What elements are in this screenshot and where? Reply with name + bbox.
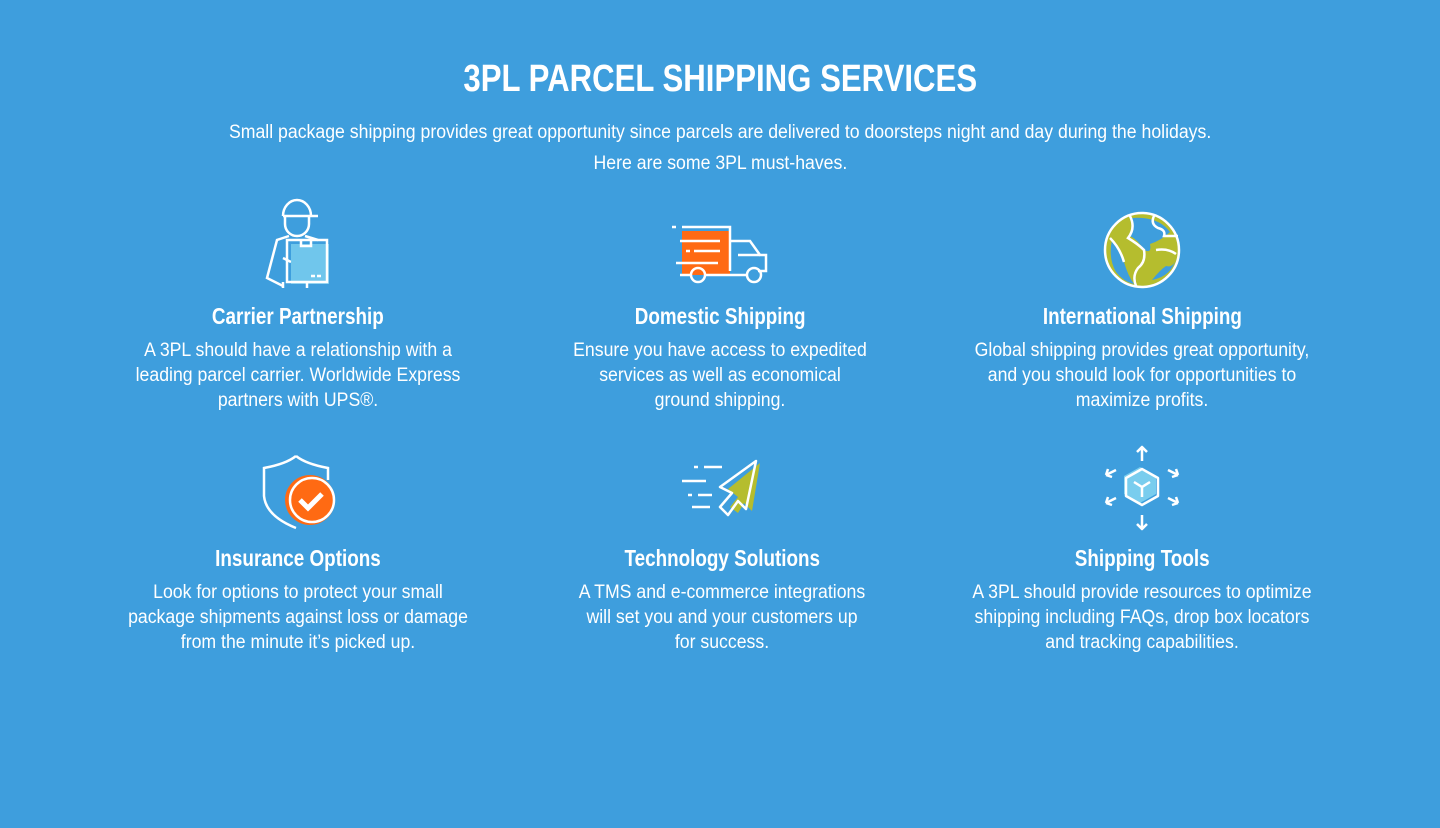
service-title: Technology Solutions: [624, 545, 820, 571]
service-card-carrier-partnership: Carrier Partnership A 3PL should have a …: [88, 195, 508, 425]
service-description: Global shipping provides great opportuni…: [974, 340, 1310, 411]
service-card-insurance-options: Insurance Options Look for options to pr…: [88, 437, 508, 667]
service-title: Carrier Partnership: [212, 303, 384, 329]
cursor-arrow-icon: [682, 459, 760, 517]
service-card-domestic-shipping: Domestic Shipping Ensure you have access…: [510, 195, 930, 425]
shield-check-icon: [262, 455, 336, 530]
service-card-international-shipping: International Shipping Global shipping p…: [932, 195, 1352, 425]
service-title: Domestic Shipping: [634, 303, 806, 329]
service-title: Insurance Options: [215, 545, 381, 571]
service-description: A 3PL should provide resources to optimi…: [972, 582, 1312, 653]
page-title: 3PL PARCEL SHIPPING SERVICES: [463, 58, 977, 100]
subtitle-line-2: Here are some 3PL must-haves.: [593, 153, 847, 174]
delivery-person-icon: [265, 198, 329, 288]
delivery-truck-icon: [672, 225, 768, 284]
box-distribution-icon: [1104, 445, 1180, 531]
service-card-shipping-tools: Shipping Tools A 3PL should provide reso…: [932, 437, 1352, 667]
service-title: International Shipping: [1042, 303, 1242, 329]
globe-icon: [1103, 211, 1181, 289]
service-card-technology-solutions: Technology Solutions A TMS and e-commerc…: [512, 437, 932, 667]
service-title: Shipping Tools: [1074, 545, 1210, 571]
subtitle-line-1: Small package shipping provides great op…: [228, 122, 1212, 143]
